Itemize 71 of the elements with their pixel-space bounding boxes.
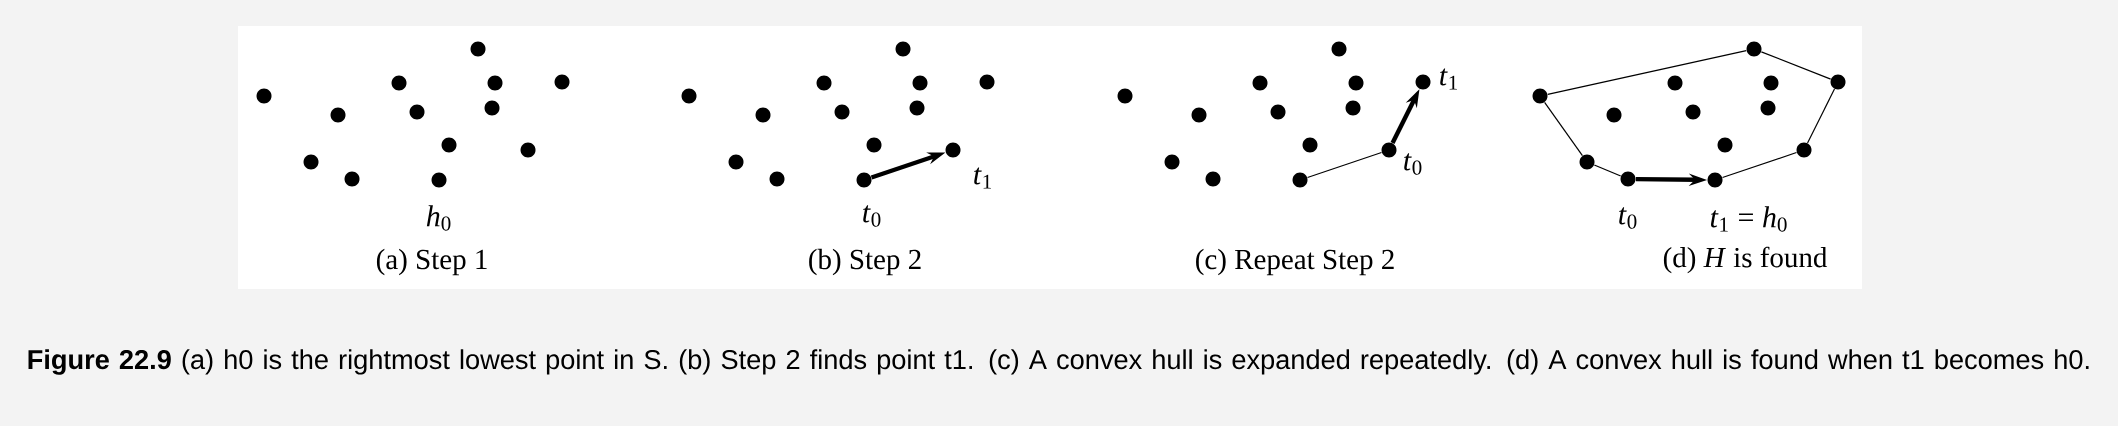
point (856, 172, 872, 188)
point (945, 142, 961, 158)
point-label: t$_{1}$ (974, 167, 991, 189)
point (1532, 88, 1548, 104)
point (1746, 41, 1762, 57)
panel-caption: (c) Repeat Step 2 (1196, 248, 1394, 276)
panel-caption: (b) Step 2 (809, 248, 921, 276)
hull-line (1721, 151, 1798, 179)
point (330, 107, 346, 123)
point (1270, 104, 1286, 120)
point (834, 104, 850, 120)
hull-line (1760, 51, 1832, 80)
point (1606, 107, 1622, 123)
point (391, 75, 407, 91)
point (1717, 137, 1733, 153)
hull-line (1806, 88, 1836, 144)
point (554, 74, 570, 90)
hull-line (1547, 50, 1747, 95)
point (344, 171, 360, 187)
point (484, 100, 500, 116)
point (1707, 172, 1723, 188)
point (1292, 172, 1308, 188)
point (487, 75, 503, 91)
point-label: t$_{0}$ (1619, 207, 1637, 229)
point (1117, 88, 1133, 104)
hull-line (1544, 101, 1584, 157)
point (1205, 171, 1221, 187)
point (256, 88, 272, 104)
point-label: t$_{0}$ (863, 205, 881, 227)
point (1415, 74, 1431, 90)
point (1763, 75, 1779, 91)
point (979, 74, 995, 90)
point (1164, 154, 1180, 170)
point (1620, 171, 1636, 187)
point (1348, 75, 1364, 91)
point (755, 107, 771, 123)
point (681, 88, 697, 104)
point (1667, 75, 1683, 91)
point (895, 41, 911, 57)
point (1331, 41, 1347, 57)
point (431, 172, 447, 188)
point (1345, 100, 1361, 116)
point (1381, 142, 1397, 158)
point (1252, 75, 1268, 91)
point (909, 100, 925, 116)
point-label: h$_{0}$ (426, 205, 451, 231)
point-label: t$_{0}$ (1404, 153, 1422, 175)
point (470, 41, 486, 57)
hull-line (1593, 164, 1622, 177)
panel-caption: (a) Step 1 (376, 248, 487, 276)
point (1191, 107, 1207, 123)
point (1830, 74, 1846, 90)
point (1685, 104, 1701, 120)
panel-caption: (d) H is found (1663, 246, 1828, 274)
point (816, 75, 832, 91)
point (912, 75, 928, 91)
point (409, 104, 425, 120)
point (769, 171, 785, 187)
point (1579, 154, 1595, 170)
figure-caption: Figure 22.9 (a) h0 is the rightmost lowest point in S. (b) Step 2 finds point t1. (c) A convex hull is expanded repeatedly. (d) A convex hull is found when t1 becomes h0. (28, 349, 2089, 375)
hull-line (1306, 151, 1383, 179)
point (303, 154, 319, 170)
point-label: t$_{1}$ (1440, 68, 1457, 90)
point-label: t$_{1}$ = h$_{0}$ (1710, 206, 1787, 232)
point (441, 137, 457, 153)
point (728, 154, 744, 170)
point (1760, 100, 1776, 116)
point (1796, 142, 1812, 158)
point (520, 142, 536, 158)
point (1302, 137, 1318, 153)
point (866, 137, 882, 153)
